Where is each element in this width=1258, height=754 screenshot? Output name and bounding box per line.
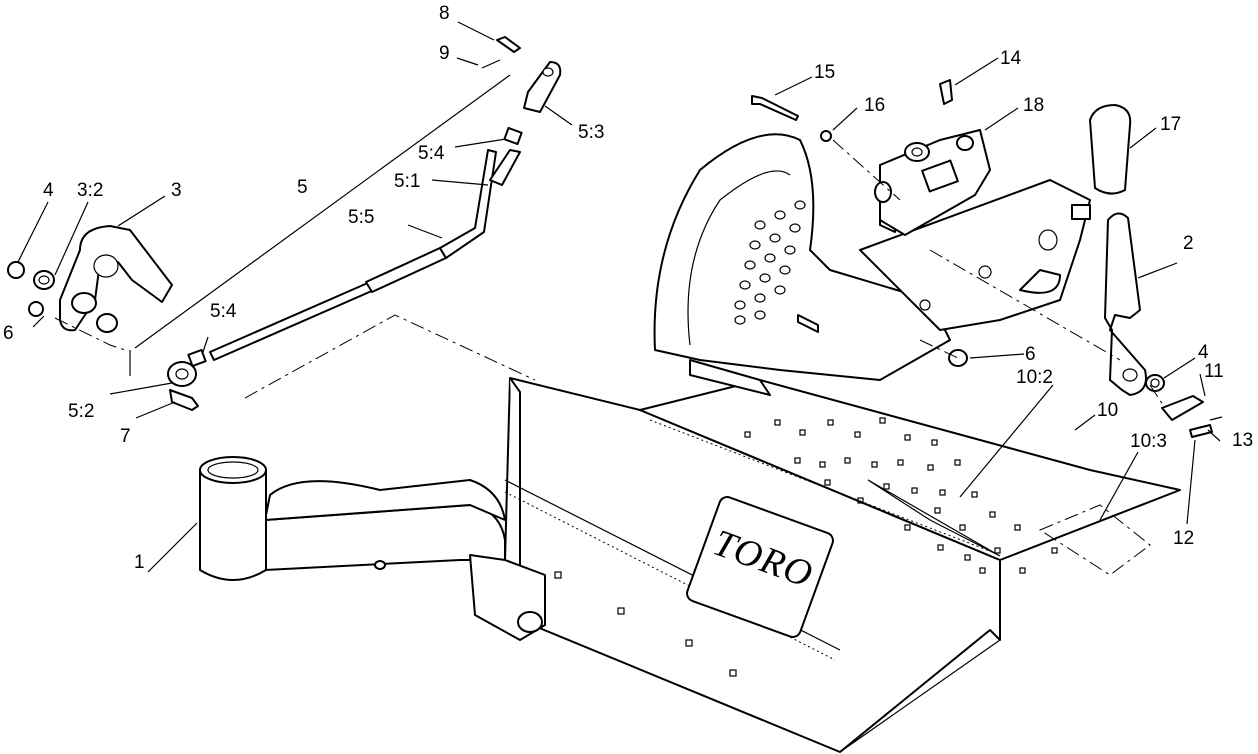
part-3-bracket (59, 225, 173, 332)
deck-frame (489, 377, 1181, 753)
part-1-arm-tube (199, 456, 546, 641)
part-6a-nut (28, 301, 44, 317)
callout-10-3: 10:3 (1130, 431, 1167, 452)
part-9-cotter (481, 59, 501, 69)
callout-6-left: 6 (3, 323, 14, 344)
part-17-grip (1089, 104, 1132, 195)
callout-2: 2 (1183, 233, 1194, 254)
part-4a-washer (7, 261, 25, 279)
callout-5-3: 5:3 (578, 122, 605, 143)
part-14-clip (939, 79, 953, 105)
callout-14: 14 (1000, 48, 1022, 69)
part-6b-nut (948, 349, 968, 367)
callout-4-right: 4 (1198, 342, 1209, 363)
callout-12: 12 (1173, 528, 1195, 549)
callout-5-5: 5:5 (348, 207, 375, 228)
part-3-2-bushing (33, 270, 55, 290)
part-18-switch (874, 129, 991, 236)
part-7-bolt (169, 389, 199, 411)
callout-9: 9 (439, 43, 450, 64)
part-16-washer (820, 130, 832, 142)
callout-1: 1 (134, 552, 145, 573)
callout-5: 5 (297, 177, 308, 198)
callout-16: 16 (864, 95, 886, 116)
callout-5-4-lower: 5:4 (210, 301, 237, 322)
part-4b-washer (1145, 374, 1165, 392)
part-8-pin (496, 36, 521, 53)
part-11-link (1161, 395, 1204, 421)
part-5-linkage (167, 61, 562, 387)
callout-5-4-upper: 5:4 (418, 143, 445, 164)
callout-6-right: 6 (1025, 344, 1036, 365)
callout-15: 15 (814, 62, 836, 83)
callout-10: 10 (1097, 400, 1119, 421)
part-12-pin (1189, 424, 1213, 438)
callout-17: 17 (1160, 114, 1182, 135)
callout-13: 13 (1232, 430, 1254, 451)
callout-3: 3 (171, 180, 182, 201)
callout-4-left: 4 (43, 180, 54, 201)
part-2-lever (1104, 212, 1147, 396)
callout-5-1: 5:1 (394, 171, 421, 192)
part-13-cotter (1209, 416, 1223, 421)
part-15-bolt (751, 95, 799, 121)
callout-18: 18 (1023, 95, 1045, 116)
seat-bracket (653, 133, 1091, 396)
callout-5-2: 5:2 (68, 401, 95, 422)
callout-8: 8 (439, 3, 450, 24)
callout-10-2: 10:2 (1016, 367, 1053, 388)
bushing-small (96, 313, 118, 333)
callout-3-2: 3:2 (77, 180, 104, 201)
leader-lines (17, 21, 1221, 573)
callout-7: 7 (120, 426, 131, 447)
callout-11: 11 (1204, 361, 1224, 382)
